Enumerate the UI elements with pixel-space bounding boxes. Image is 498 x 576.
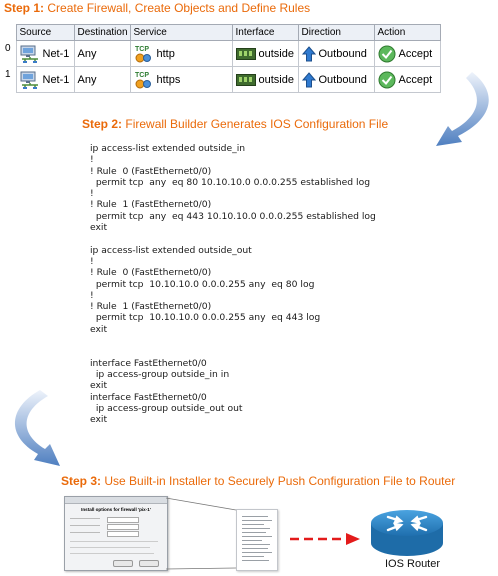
up-arrow-icon (301, 45, 316, 61)
curved-arrow-right (436, 72, 489, 146)
dialog-field (107, 517, 139, 523)
rule-number: 1 (5, 68, 11, 80)
step1-text: Create Firewall, Create Objects and Defi… (47, 1, 311, 15)
interface-icon (235, 47, 256, 60)
dialog-field (107, 524, 139, 530)
svg-text:TCP: TCP (135, 72, 149, 79)
service-cell[interactable]: TCP https (129, 66, 233, 93)
router-icon (371, 510, 443, 556)
direction-cell[interactable]: Outbound (297, 66, 375, 93)
column-header-source[interactable]: Source (15, 24, 75, 41)
router-label: IOS Router (385, 558, 441, 570)
step1-label: Step 1: (4, 1, 45, 15)
column-header-direction[interactable]: Direction (297, 24, 375, 41)
action-label: Accept (398, 47, 433, 60)
svg-text:TCP: TCP (135, 46, 149, 53)
dialog-field (107, 531, 139, 537)
step3-title: Step 3: Use Built-in Installer to Secure… (61, 474, 455, 488)
interface-icon (235, 73, 256, 86)
dialog-row (70, 518, 100, 523)
doc-line (242, 556, 264, 557)
rules-header-row: Source Destination Service Interface Dir… (2, 24, 441, 41)
direction-cell[interactable]: Outbound (297, 40, 375, 67)
tcp-icon: TCP (135, 72, 151, 88)
interface-cell[interactable]: outside (231, 40, 299, 67)
step3-label: Step 3: (61, 474, 102, 488)
doc-line (242, 552, 272, 553)
network-icon (20, 71, 38, 89)
connector-lines (166, 497, 237, 570)
accept-check-icon (378, 71, 395, 88)
doc-line (242, 528, 270, 529)
column-header-destination[interactable]: Destination (73, 24, 131, 41)
dialog-row (70, 532, 100, 537)
table-row[interactable]: 0 Net-1 Any TCP http outside Outbound Ac… (2, 40, 441, 67)
tcp-icon: TCP (135, 46, 151, 62)
destination-cell[interactable]: Any (73, 66, 131, 93)
column-header-num (2, 25, 16, 41)
source-label: Net-1 (42, 47, 70, 60)
transfer-arrow (290, 533, 360, 545)
dialog-row (70, 541, 158, 546)
curved-arrow-left (14, 390, 60, 466)
doc-line (242, 536, 272, 537)
column-header-service[interactable]: Service (129, 24, 233, 41)
doc-line (242, 516, 268, 517)
doc-line (242, 524, 264, 525)
source-label: Net-1 (42, 73, 70, 86)
step2-text: Firewall Builder Generates IOS Configura… (125, 117, 389, 131)
dialog-row (70, 525, 100, 530)
doc-line (242, 544, 270, 545)
table-row[interactable]: 1 Net-1 Any TCP https outside Outbound A… (2, 66, 441, 93)
accept-check-icon (378, 45, 395, 62)
service-cell[interactable]: TCP http (129, 40, 233, 67)
source-cell[interactable]: Net-1 (15, 40, 75, 67)
doc-line (242, 548, 268, 549)
interface-label: outside (258, 47, 294, 60)
direction-label: Outbound (318, 47, 367, 60)
interface-cell[interactable]: outside (231, 66, 299, 93)
direction-label: Outbound (318, 73, 367, 86)
interface-label: outside (258, 73, 294, 86)
action-cell[interactable]: Accept (373, 40, 441, 67)
source-cell[interactable]: Net-1 (15, 66, 75, 93)
dialog-row (70, 547, 150, 552)
service-label: http (156, 47, 175, 60)
step2-title: Step 2: Firewall Builder Generates IOS C… (82, 117, 388, 131)
network-icon (20, 45, 38, 63)
rules-table: Source Destination Service Interface Dir… (2, 24, 441, 93)
column-header-action[interactable]: Action (373, 24, 441, 41)
action-label: Accept (398, 73, 433, 86)
doc-line (242, 560, 269, 561)
rule-number: 0 (5, 42, 11, 54)
step3-text: Use Built-in Installer to Securely Push … (104, 474, 456, 488)
column-header-interface[interactable]: Interface (231, 24, 299, 41)
dialog-button (139, 560, 159, 567)
destination-cell[interactable]: Any (73, 40, 131, 67)
doc-line (242, 532, 266, 533)
config-document-icon (236, 509, 278, 571)
action-cell[interactable]: Accept (373, 66, 441, 93)
dialog-title: Install options for firewall 'pix-1' (81, 507, 151, 512)
step2-label: Step 2: (82, 117, 123, 131)
up-arrow-icon (301, 71, 316, 87)
doc-line (242, 540, 262, 541)
doc-line (242, 520, 272, 521)
service-label: https (156, 73, 181, 86)
installer-dialog-thumbnail: Install options for firewall 'pix-1' (64, 496, 168, 571)
step1-title: Step 1: Create Firewall, Create Objects … (4, 1, 310, 15)
dialog-button (113, 560, 133, 567)
config-file-text: ip access-list extended outside_in ! ! R… (90, 143, 376, 426)
dialog-row (70, 553, 154, 558)
dialog-titlebar (65, 497, 167, 504)
